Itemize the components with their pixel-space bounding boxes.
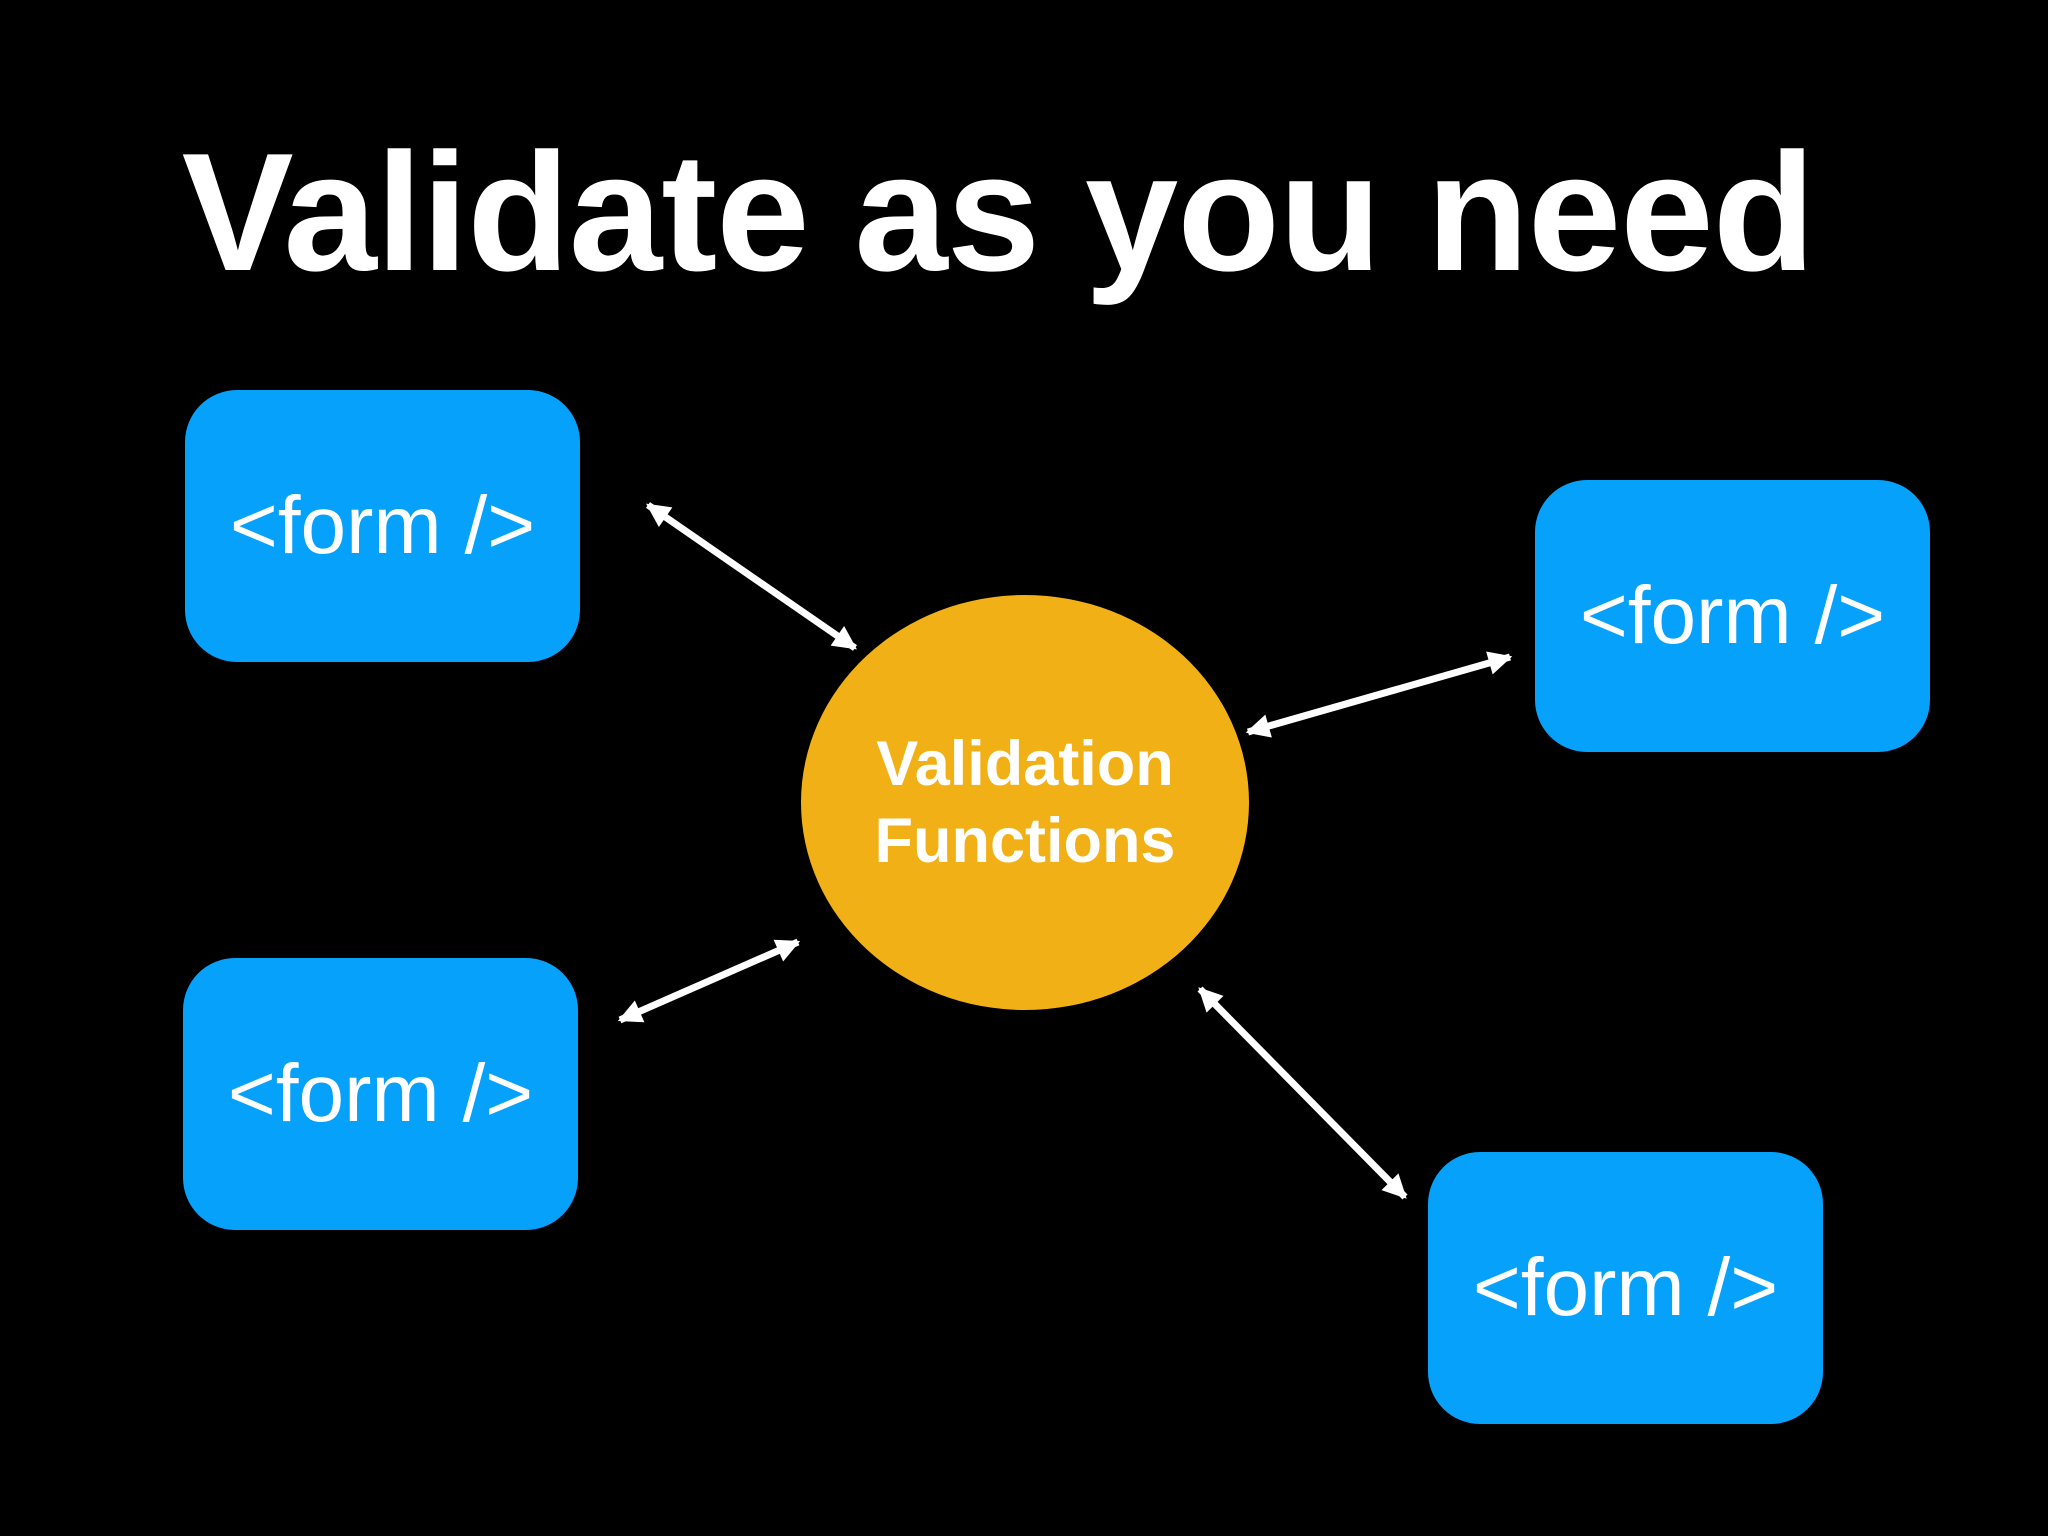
form-node-top-left: <form /> (185, 390, 580, 662)
arrow-center-bottom-right (1197, 986, 1408, 1200)
validation-functions-circle: Validation Functions (801, 595, 1249, 1010)
slide-title: Validate as you need (181, 118, 1816, 306)
form-node-bottom-right-label: <form /> (1472, 1242, 1779, 1333)
form-node-top-right: <form /> (1535, 480, 1930, 752)
form-node-bottom-left-label: <form /> (227, 1048, 534, 1139)
form-node-bottom-right: <form /> (1428, 1152, 1823, 1424)
form-node-bottom-left: <form /> (183, 958, 578, 1230)
arrow-center-top-right (1245, 651, 1513, 738)
validation-functions-label: Validation Functions (874, 728, 1176, 876)
form-node-top-left-label: <form /> (229, 480, 536, 571)
arrow-center-bottom-left (617, 938, 801, 1024)
arrow-center-top-left (646, 502, 857, 651)
form-node-top-right-label: <form /> (1579, 570, 1886, 661)
